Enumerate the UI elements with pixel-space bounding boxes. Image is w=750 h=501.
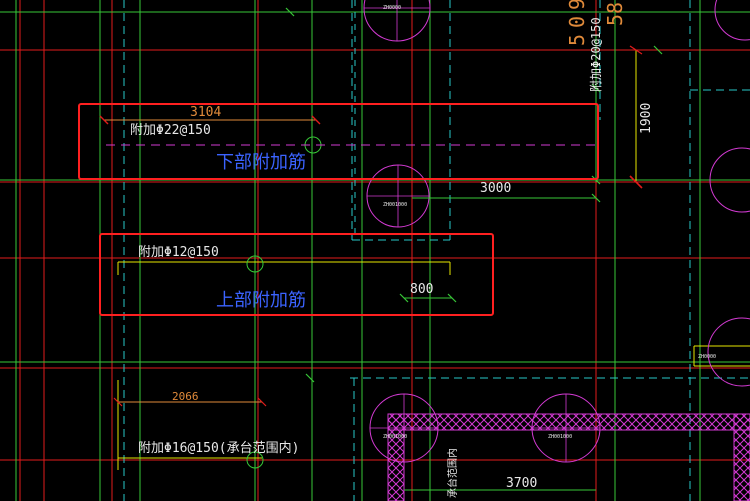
vertical-small-label: 承台范围内 — [446, 448, 459, 498]
dim-58: 58 — [603, 2, 627, 26]
callout-label-lower: 下部附加筋 — [216, 152, 306, 173]
dim-3000: 3000 — [480, 181, 511, 196]
rebar-label-bottom: 附加Φ16@150(承台范围内) — [138, 440, 299, 456]
rebar-label-top: 附加Φ22@150 — [130, 123, 211, 138]
pile-top-right — [714, 0, 750, 41]
dim-0: 0 — [565, 16, 589, 28]
svg-text:ZH0000: ZH0000 — [698, 354, 716, 360]
piles: ZH0000 ZH001000 ZH0000 ZH001000 — [363, 0, 750, 463]
dim-1900: 1900 — [639, 103, 654, 134]
rebar-label-middle: 附加Φ12@150 — [138, 245, 219, 260]
pile-right-lower: ZH0000 — [698, 317, 750, 387]
dim-800: 800 — [410, 282, 433, 297]
hatched-beam — [387, 413, 750, 501]
rebar-label-vertical: 附加Φ20@150 — [589, 17, 603, 92]
svg-text:ZH001000: ZH001000 — [383, 202, 407, 208]
pile-mid-right — [709, 147, 750, 213]
dim-3104: 3104 — [190, 105, 221, 120]
rebar-text: 附加Φ22@150 附加Φ12@150 附加Φ16@150(承台范围内) 附加Φ… — [130, 17, 603, 498]
pile-bottom-right: ZH001000 — [531, 393, 601, 463]
svg-text:ZH001000: ZH001000 — [383, 434, 407, 440]
rebar-lines — [99, 7, 663, 491]
pile-mid-center: ZH001000 — [366, 164, 430, 228]
callout-lower-rebar[interactable]: 下部附加筋 — [78, 103, 599, 180]
dim-2066: 2066 — [172, 390, 199, 403]
svg-text:ZH001000: ZH001000 — [548, 434, 572, 440]
dimension-text: 3104 3000 1900 800 2066 3700 5 0 9 58 — [172, 0, 654, 491]
dim-5: 5 — [565, 34, 589, 46]
dim-3700: 3700 — [506, 476, 537, 491]
callout-label-upper: 上部附加筋 — [216, 290, 306, 311]
callout-upper-rebar[interactable]: 上部附加筋 — [99, 233, 494, 316]
svg-text:ZH0000: ZH0000 — [383, 5, 401, 11]
dim-9: 9 — [565, 0, 589, 10]
pile-bottom-left: ZH001000 — [369, 393, 439, 463]
pile-top-center: ZH0000 — [363, 0, 431, 42]
